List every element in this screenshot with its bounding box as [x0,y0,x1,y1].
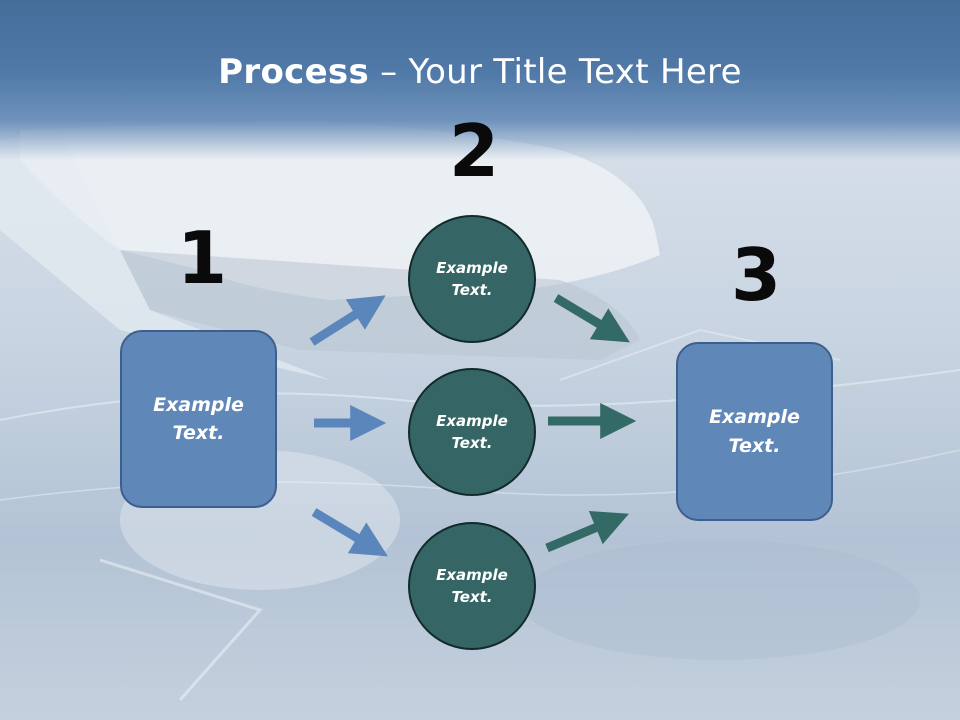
step-number-1: 1 [177,216,228,300]
title-bold: Process [218,52,370,92]
circle-bottom-text: Example Text. [436,565,508,607]
header-band [0,0,960,160]
step-number-3: 3 [731,233,782,317]
step-3-text: Example Text. [709,406,800,457]
step-2-circle-top: Example Text. [408,215,536,343]
step-number-2: 2 [449,109,500,193]
circle-top-text: Example Text. [436,258,508,300]
step-3-box: Example Text. [676,342,833,521]
step-1-text: Example Text. [153,393,244,445]
arrow-bottom-to-3 [545,511,629,553]
arrow-1-to-top [309,295,386,346]
arrow-1-to-bottom [311,508,388,557]
arrow-top-to-3 [553,294,630,343]
circle-middle-text: Example Text. [436,411,508,453]
slide-title: Process – Your Title Text Here [0,52,960,92]
step-2-circle-bottom: Example Text. [408,522,536,650]
title-rest: – Your Title Text Here [369,52,742,92]
step-2-circle-middle: Example Text. [408,368,536,496]
step-1-box: Example Text. [120,330,277,508]
